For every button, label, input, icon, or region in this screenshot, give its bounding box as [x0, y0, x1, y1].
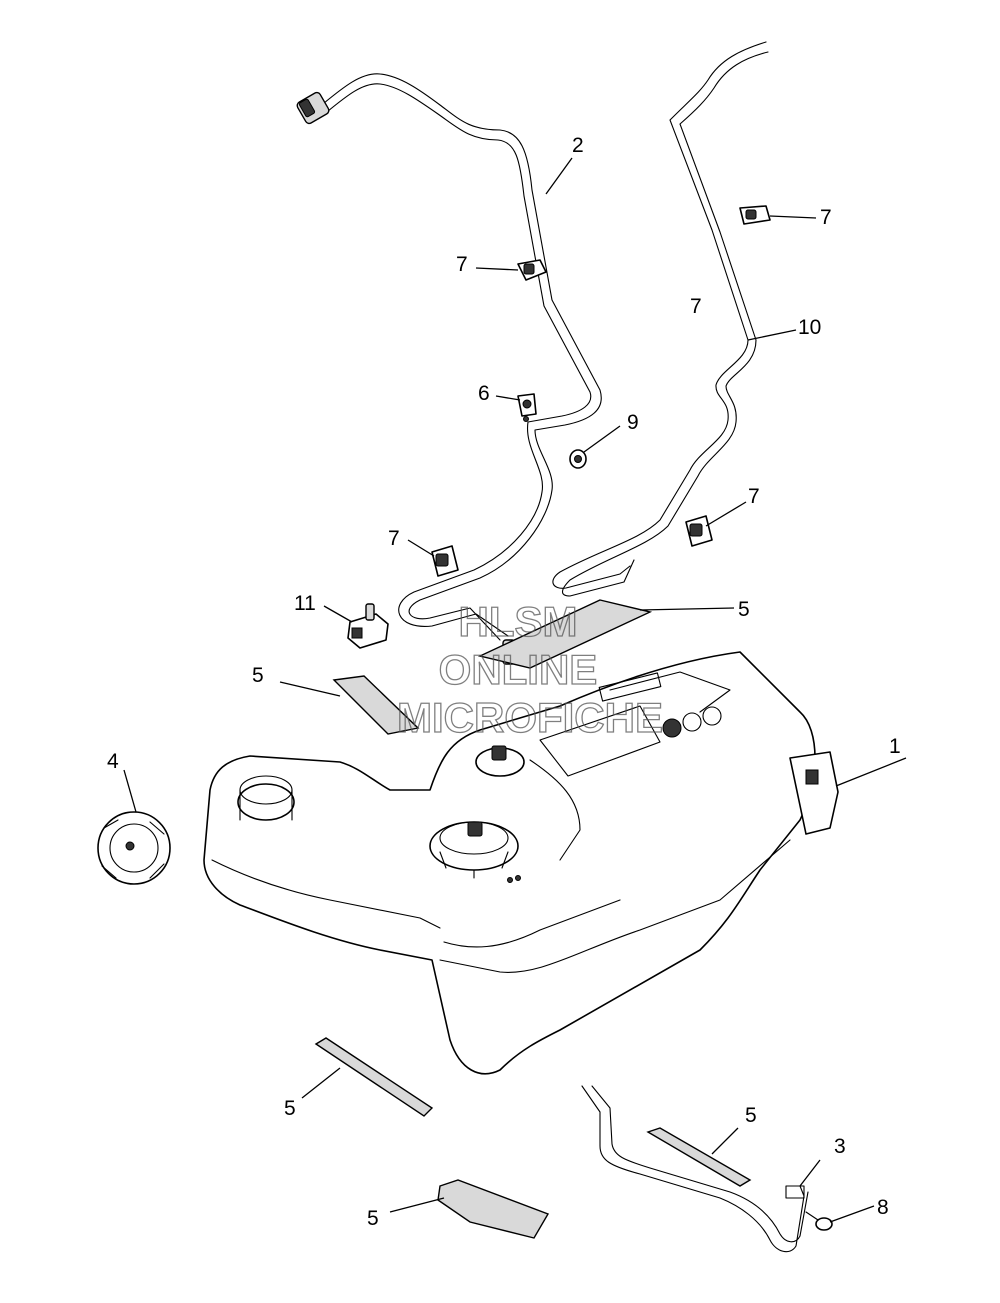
callout-5-lower-left: 5 — [284, 1097, 296, 1120]
callout-5-lower-right: 5 — [745, 1104, 757, 1127]
clip-part-7-upper-left — [517, 259, 547, 281]
filler-neck — [237, 775, 295, 821]
callout-11: 11 — [294, 592, 316, 615]
callout-7-lower-left: 7 — [388, 527, 400, 550]
callout-4: 4 — [107, 750, 119, 773]
fuel-pump-module — [429, 821, 519, 879]
clip-part-7-middle-left — [431, 545, 459, 577]
fuel-tank-part-1 — [203, 651, 839, 1075]
clip-part-6 — [517, 393, 537, 422]
bolt-part-8 — [805, 1211, 833, 1231]
insulator-pad-part-5-left — [332, 675, 420, 735]
clip-part-9 — [569, 449, 587, 469]
callout-2: 2 — [572, 134, 584, 157]
callout-8: 8 — [877, 1196, 889, 1219]
watermark: HLSM ONLINE MICROFICHE — [396, 597, 663, 741]
tank-strap-part-3 — [581, 1085, 809, 1253]
callout-5-bottom: 5 — [367, 1207, 379, 1230]
callout-7-upper-right: 7 — [820, 206, 832, 229]
tank-mounting-tab — [789, 751, 839, 835]
fuel-line-part-10 — [552, 41, 769, 597]
callout-numbers: 1 2 3 4 5 5 5 5 5 6 7 7 7 7 7 8 9 10 11 — [107, 134, 901, 1230]
clip-part-7-middle-right — [685, 515, 713, 547]
quick-connector — [296, 91, 330, 125]
callout-9: 9 — [627, 411, 639, 434]
callout-10: 10 — [798, 316, 821, 339]
callout-5-upper-right: 5 — [738, 598, 750, 621]
insulator-pad-part-5-bottom — [437, 1179, 550, 1239]
callout-1: 1 — [889, 735, 901, 758]
insulator-pad-part-5-upper-right — [477, 599, 653, 669]
callout-7-upper-left: 7 — [456, 253, 468, 276]
callout-7-mid: 7 — [690, 295, 702, 318]
vent-valve-part-11 — [347, 603, 389, 649]
watermark-line-3: MICROFICHE — [397, 694, 663, 741]
callout-7-lower-right: 7 — [748, 485, 760, 508]
filler-cap-part-4 — [97, 811, 171, 885]
callout-6: 6 — [478, 382, 490, 405]
insulator-pad-part-5-lower-left — [314, 1037, 434, 1117]
callout-5-left: 5 — [252, 664, 264, 687]
clip-part-7-upper-right — [739, 205, 771, 225]
leader-lines — [123, 157, 907, 1223]
insulator-pad-part-5-lower-right — [646, 1127, 752, 1187]
watermark-line-1: HLSM — [459, 598, 578, 645]
watermark-line-2: ONLINE — [439, 646, 598, 693]
callout-3: 3 — [834, 1135, 846, 1158]
sender-unit — [475, 745, 525, 777]
